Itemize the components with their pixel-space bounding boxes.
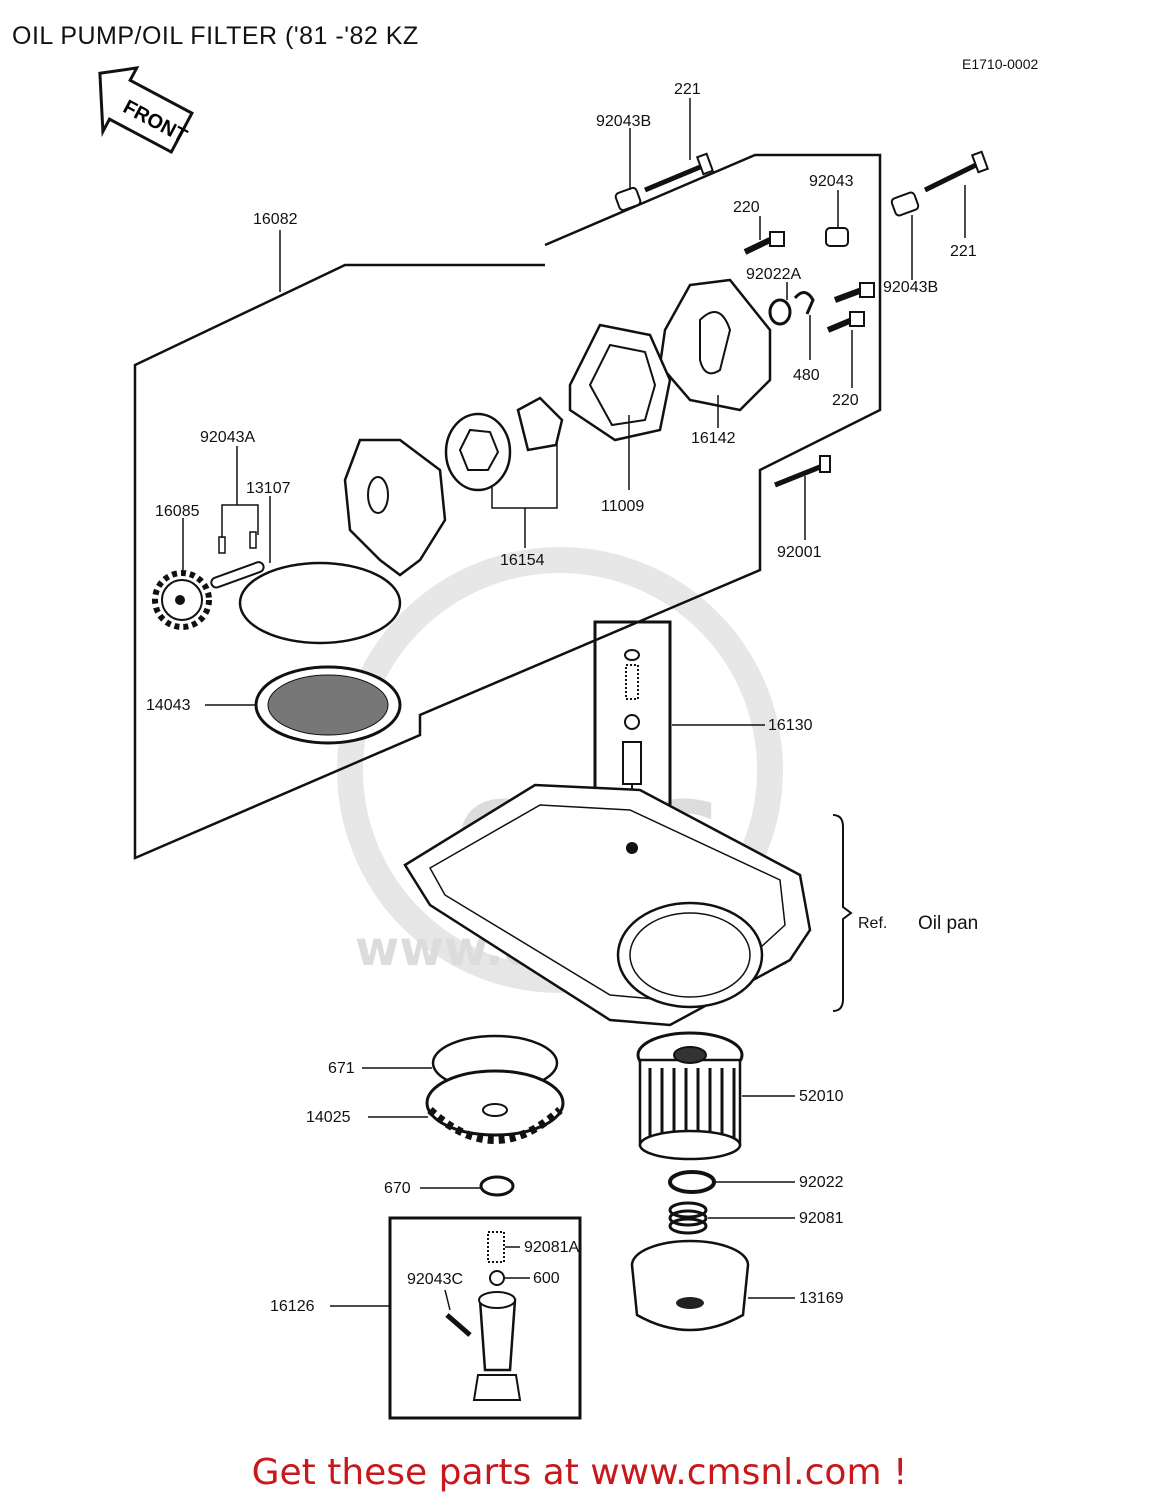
label-220-top: 220 [733,199,760,216]
label-16082: 16082 [253,211,298,228]
collar-92043b-top [614,186,642,212]
bypass-valve-16126 [388,1216,582,1420]
relief-valve-16130 [593,620,672,837]
page-title: OIL PUMP/OIL FILTER ('81 -'82 KZ [12,22,419,50]
filter-cover-13169 [630,1239,750,1332]
label-13169: 13169 [799,1290,844,1307]
label-92043: 92043 [809,173,854,190]
label-52010: 52010 [799,1088,844,1105]
label-92081: 92081 [799,1210,844,1227]
label-221-right: 221 [950,243,977,260]
label-92022: 92022 [799,1174,844,1191]
label-600: 600 [533,1270,560,1287]
shaft-13107 [210,561,265,589]
pin-92043a-left [218,536,226,554]
label-14043: 14043 [146,697,191,714]
pump-body [343,438,447,577]
front-arrow-icon: FRONT [98,66,194,155]
label-480: 480 [793,367,820,384]
label-16154: 16154 [500,552,545,569]
label-13107: 13107 [246,480,291,497]
diagram-code: E1710-0002 [962,56,1039,72]
label-14025: 14025 [306,1109,351,1126]
label-92043c: 92043C [407,1271,463,1288]
spring-92081 [668,1201,708,1235]
oil-filter-52010 [636,1031,744,1161]
oil-pan-label: Oil pan [918,913,978,934]
o-ring-670 [479,1175,515,1197]
label-92043b-top: 92043B [596,113,651,130]
label-671: 671 [328,1060,355,1077]
bolt-220-top [743,231,785,255]
label-92081a: 92081A [524,1239,579,1256]
pump-cover-16142 [658,278,772,412]
oil-pan-bracket [832,814,853,1012]
label-16126: 16126 [270,1298,315,1315]
washer-92022 [668,1170,716,1194]
label-220-right: 220 [832,392,859,409]
label-221-top: 221 [674,81,701,98]
rotor-16154 [444,396,564,492]
pin-92043a-right [249,531,257,549]
label-92043a: 92043A [200,429,255,446]
label-92022a: 92022A [746,266,801,283]
label-16085: 16085 [155,503,200,520]
label-16130: 16130 [768,717,813,734]
collar-92043 [825,227,849,247]
sprocket-16085 [152,570,212,630]
bolt-221-top [644,152,715,193]
label-92043b-right: 92043B [883,279,938,296]
washer-92022a [768,298,792,326]
screen-14043 [254,665,402,745]
pump-assembly-frame [133,153,882,860]
screen-14025 [425,1069,565,1144]
oil-pan-ref: Ref. [858,915,887,932]
bolt-92001 [774,455,831,488]
strainer-body [238,561,402,645]
leader-lines [182,98,966,1311]
label-670: 670 [384,1180,411,1197]
label-16142: 16142 [691,430,736,447]
footer-link[interactable]: Get these parts at www.cmsnl.com ! [251,1452,908,1493]
label-92001: 92001 [777,544,822,561]
label-11009: 11009 [601,498,644,515]
clip-480 [793,291,815,315]
bolts-220-right [826,282,875,333]
part-labels: 221 92043B 92043 221 16082 220 92022A 92… [146,81,978,1315]
bolt-221-right [890,150,990,217]
